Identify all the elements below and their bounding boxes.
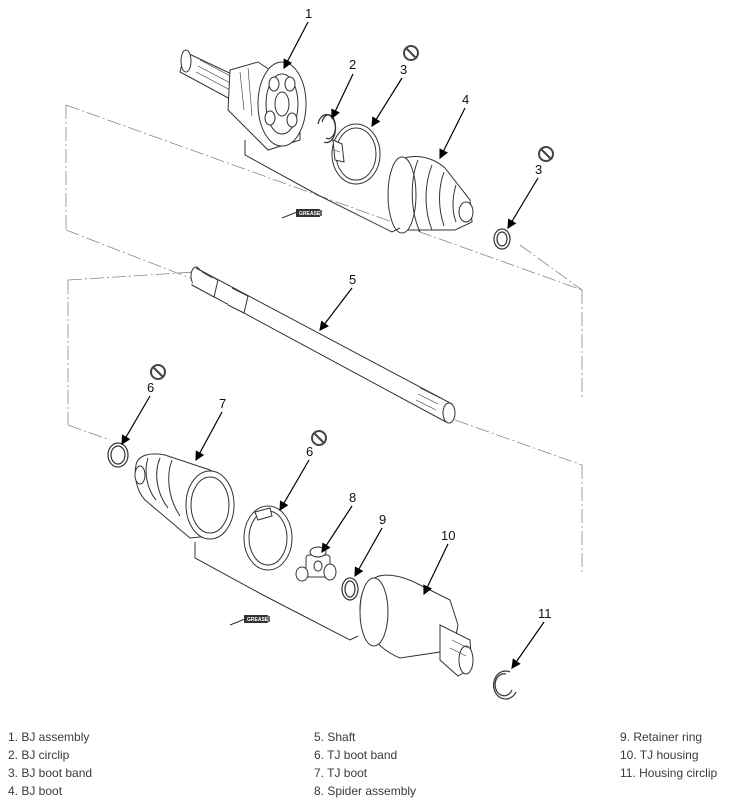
- tj-boot: [134, 453, 235, 540]
- legend-item: 8. Spider assembly: [314, 784, 417, 798]
- legend-item: 6. TJ boot band: [314, 748, 398, 762]
- grease-tube-icon: GREASE: [229, 615, 270, 626]
- tj-boot-band-large: [243, 505, 293, 571]
- legend-item: 11. Housing circlip: [620, 766, 718, 780]
- bj-circlip: [317, 114, 337, 144]
- callout-11: 11: [538, 606, 552, 621]
- callout-6: 6: [147, 380, 154, 395]
- legend-item: 10. TJ housing: [620, 748, 699, 762]
- no-reuse-icon: [403, 45, 419, 61]
- callout-8: 8: [349, 490, 356, 505]
- callout-1: 1: [305, 6, 312, 21]
- grease-label: GREASE: [247, 617, 269, 623]
- callout-7: 7: [219, 396, 226, 411]
- bj-boot: [387, 155, 474, 234]
- legend-item: 4. BJ boot: [8, 784, 63, 798]
- legend-item: 3. BJ boot band: [8, 766, 93, 780]
- grease-tube-icon: GREASE: [281, 209, 322, 219]
- lower-bracket: [194, 542, 359, 641]
- lower-guide-frame: [67, 271, 583, 575]
- shaft: [190, 266, 456, 424]
- callout-5: 5: [349, 272, 356, 287]
- tj-housing: [359, 574, 474, 677]
- leader-lines: [121, 21, 545, 669]
- no-reuse-icon: [150, 364, 166, 380]
- tj-boot-band-small: [107, 442, 129, 468]
- legend-item: 5. Shaft: [314, 730, 356, 744]
- callout-3: 3: [400, 62, 407, 77]
- spider-assembly: [295, 546, 337, 582]
- no-reuse-icon: [311, 430, 327, 446]
- upper-bracket: [244, 140, 401, 233]
- exploded-diagram: GREASE: [65, 6, 583, 700]
- bj-boot-band-large: [331, 123, 381, 185]
- legend-item: 9. Retainer ring: [620, 730, 703, 744]
- legend-column-2: 5. Shaft 6. TJ boot band 7. TJ boot 8. S…: [314, 728, 416, 800]
- callout-6b: 6: [306, 444, 313, 459]
- bj-boot-band-small: [493, 228, 511, 250]
- bj-assembly: [179, 49, 307, 151]
- legend-column-3: 9. Retainer ring 10. TJ housing 11. Hous…: [620, 728, 717, 782]
- legend-item: 2. BJ circlip: [8, 748, 70, 762]
- grease-label: GREASE: [299, 211, 321, 217]
- legend-item: 7. TJ boot: [314, 766, 368, 780]
- retainer-ring: [341, 577, 359, 601]
- housing-circlip: [492, 670, 517, 700]
- callout-3b: 3: [535, 162, 542, 177]
- callout-4: 4: [462, 92, 469, 107]
- no-reuse-icon: [538, 146, 554, 162]
- callout-10: 10: [441, 528, 455, 543]
- callout-2: 2: [349, 57, 356, 72]
- callout-9: 9: [379, 512, 386, 527]
- legend-item: 1. BJ assembly: [8, 730, 90, 744]
- legend-column-1: 1. BJ assembly 2. BJ circlip 3. BJ boot …: [8, 728, 92, 800]
